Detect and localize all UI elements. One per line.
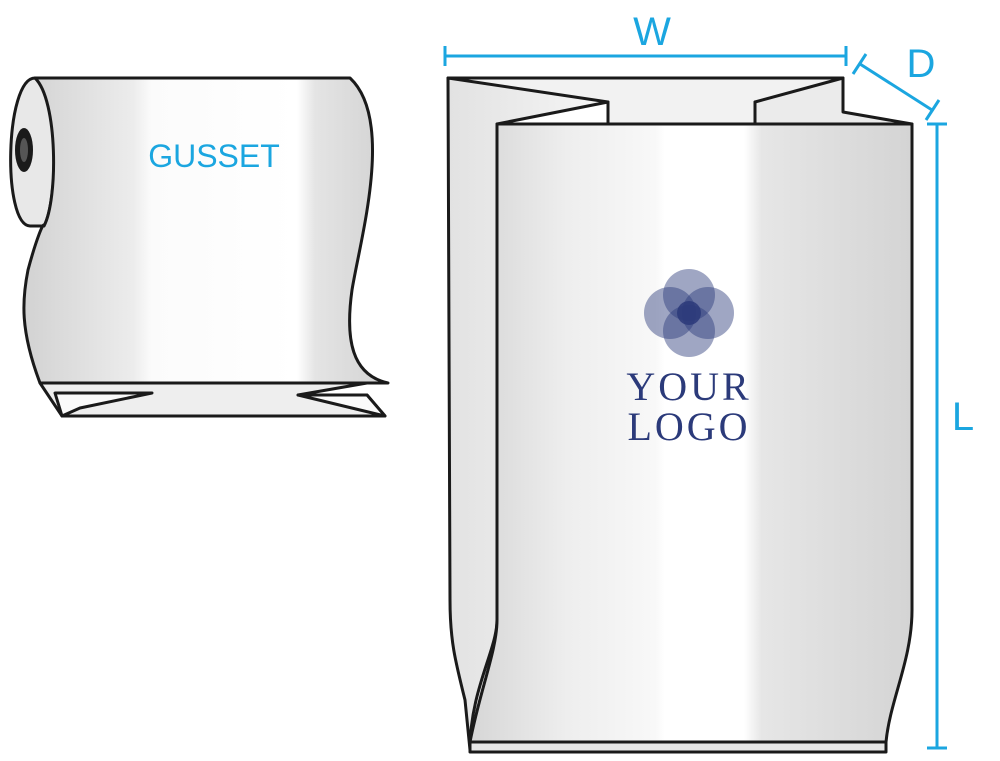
dimension-lines [443,46,947,750]
logo-text-line2: LOGO [627,404,750,449]
roll-film-surface [22,76,390,385]
four-petal-flower-icon [644,269,734,357]
gusset-label: GUSSET [148,138,280,174]
length-label: L [952,395,974,439]
roll-gusset-notch-right [296,393,387,418]
width-label: W [633,10,671,54]
bag-bottom-seal [468,740,888,754]
gusset-roll: GUSSET [9,76,390,418]
roll-gusset-notch-left [53,391,154,418]
bag-right-gusset-fold [753,76,914,126]
depth-label: D [907,42,936,86]
gusseted-bag: YOUR LOGO [446,76,914,754]
depth-dimension-line [859,62,933,112]
logo-text-line1: YOUR [626,364,751,409]
